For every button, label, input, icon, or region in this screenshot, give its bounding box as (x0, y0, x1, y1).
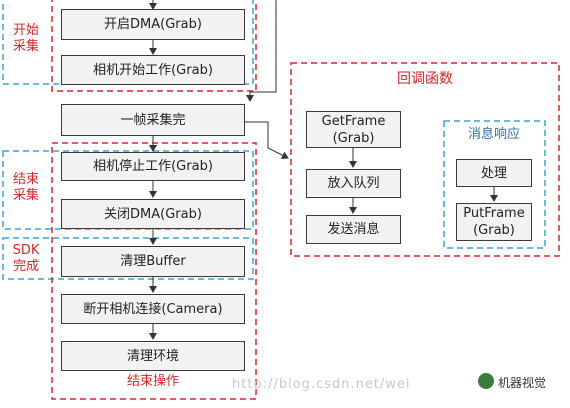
callback-red-frame (290, 62, 560, 257)
clear-buffer-box: 清理Buffer (61, 246, 245, 277)
end-capture-label: 结束 采集 (12, 172, 39, 203)
enable-dma-box: 开启DMA(Grab) (61, 9, 245, 40)
end-ops-label: 结束操作 (126, 374, 179, 389)
sdk-group-blue-frame (2, 237, 254, 280)
sdk-done-label: SDK 完成 (12, 243, 40, 274)
handle-box: 处理 (456, 159, 532, 187)
logo-text: 机器视觉 (498, 376, 547, 390)
camera-start-box: 相机开始工作(Grab) (61, 55, 245, 85)
frame-done-box: 一帧采集完 (61, 104, 245, 136)
start-group-red-frame (51, 0, 257, 92)
camera-stop-box: 相机停止工作(Grab) (61, 152, 245, 181)
enqueue-box: 放入队列 (306, 169, 401, 198)
get-frame-box: GetFrame (Grab) (306, 111, 401, 148)
end-group-blue-frame (2, 150, 254, 230)
clean-env-box: 清理环境 (61, 341, 245, 371)
watermark-text: http://blog.csdn.net/wei (232, 377, 411, 392)
put-frame-box: PutFrame (Grab) (456, 203, 532, 241)
send-message-box: 发送消息 (306, 215, 401, 244)
callback-label: 回调函数 (397, 71, 453, 87)
start-capture-label: 开始 采集 (12, 23, 39, 54)
disable-dma-box: 关闭DMA(Grab) (61, 199, 245, 229)
end-ops-red-frame (51, 142, 257, 400)
message-response-label: 消息响应 (467, 127, 520, 142)
wechat-logo-icon (478, 373, 494, 389)
disconnect-camera-box: 断开相机连接(Camera) (61, 294, 245, 324)
message-blue-frame (443, 120, 546, 249)
